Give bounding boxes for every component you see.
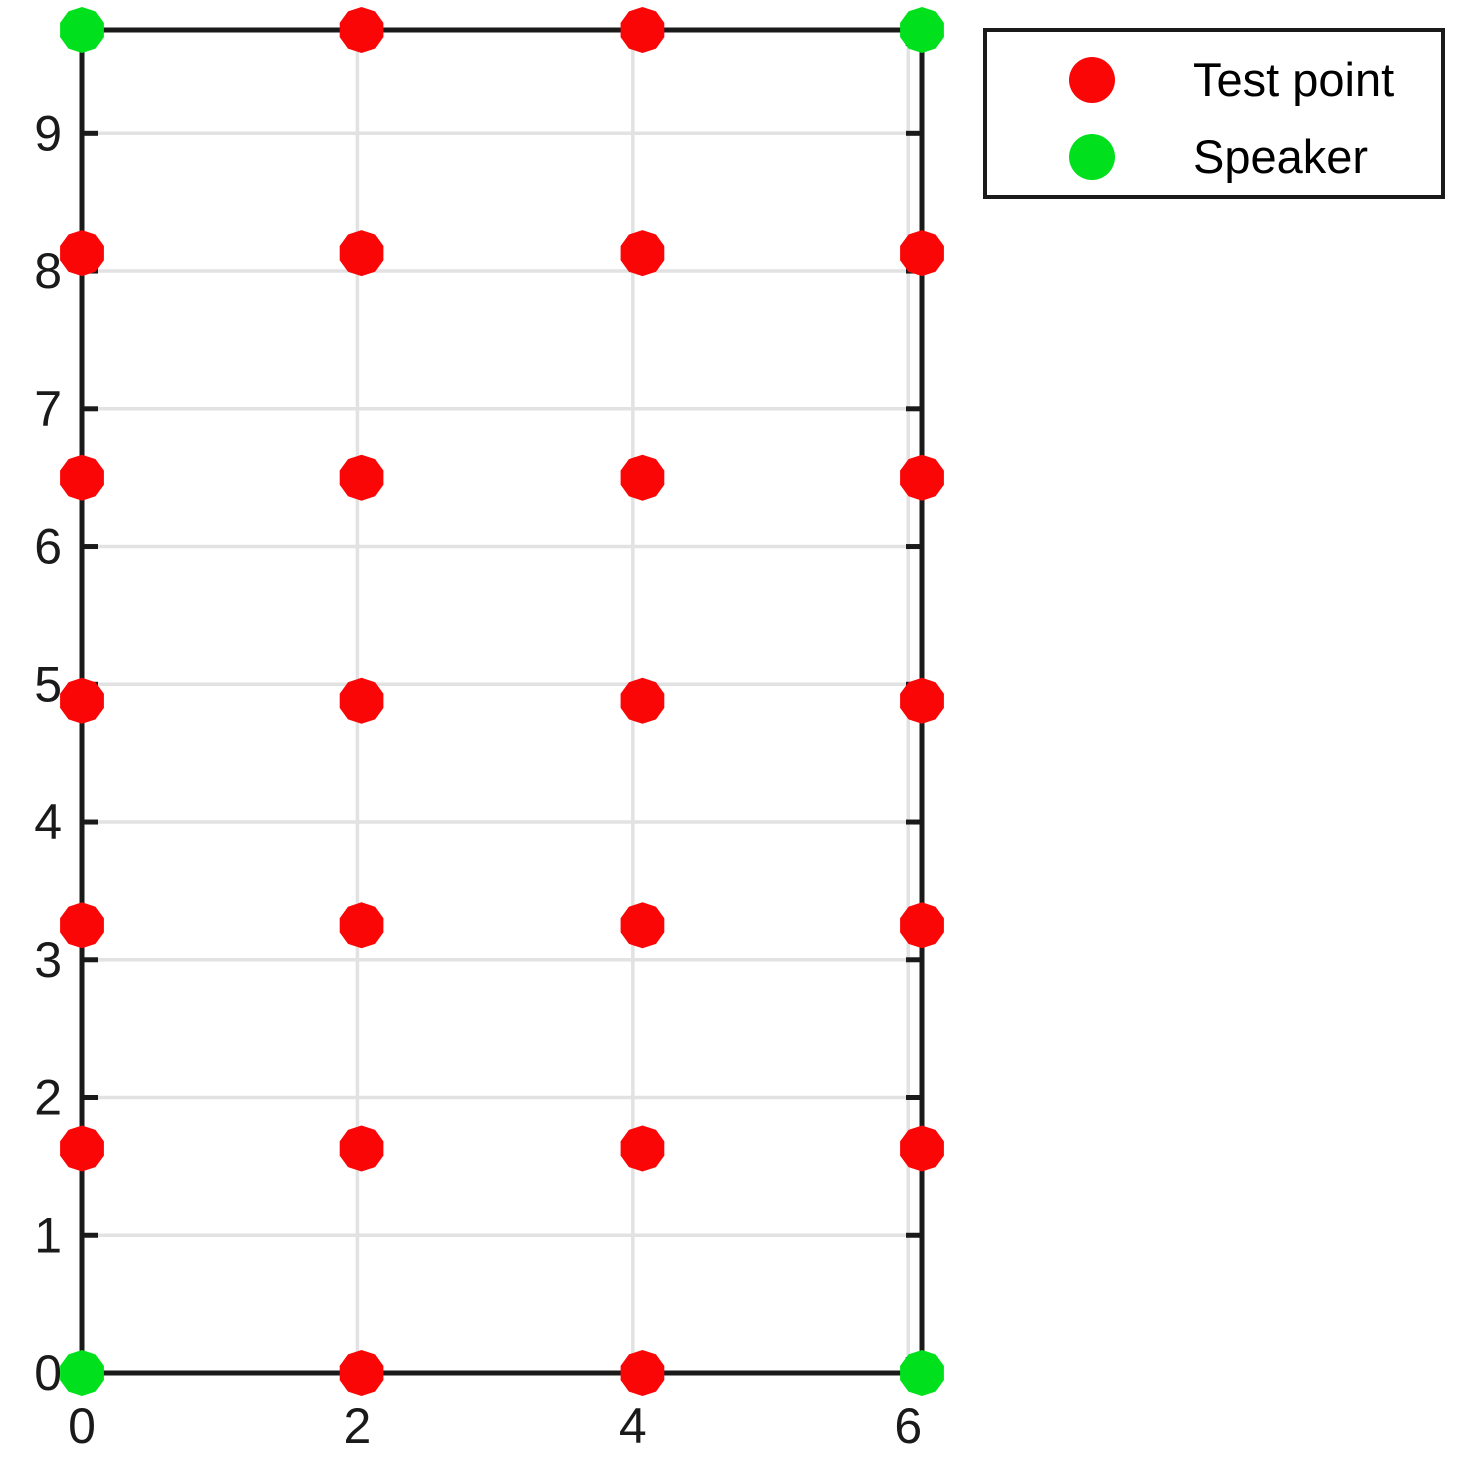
test-point-marker: [900, 677, 944, 724]
y-tick-label: 9: [34, 105, 62, 161]
legend: Test point Speaker: [983, 28, 1445, 199]
test-point-marker: [60, 454, 104, 501]
y-tick-label: 8: [34, 243, 62, 299]
y-tick-label: 7: [34, 381, 62, 437]
y-tick-label: 6: [34, 519, 62, 575]
y-tick-label: 0: [34, 1345, 62, 1401]
test-point-marker: [60, 1125, 104, 1172]
legend-label-speaker: Speaker: [1193, 130, 1369, 183]
y-tick-label: 3: [34, 932, 62, 988]
legend-label-test-point: Test point: [1193, 53, 1395, 106]
test-point-marker: [900, 1125, 944, 1172]
test-point-marker: [60, 677, 104, 724]
x-tick-label: 6: [894, 1398, 922, 1454]
plot-border: [79, 27, 925, 1376]
test-point-marker: [339, 677, 384, 724]
test-point-legend-marker: [1069, 56, 1115, 103]
test-point-marker: [339, 7, 384, 53]
speaker-marker: [900, 1350, 944, 1396]
test-point-marker: [339, 454, 384, 501]
test-point-marker: [900, 454, 944, 501]
x-tick-label: 4: [619, 1398, 647, 1454]
test-point-marker: [900, 902, 944, 949]
test-point-marker: [620, 1350, 665, 1396]
test-point-marker: [620, 1125, 665, 1172]
y-tick-label: 1: [34, 1207, 62, 1263]
test-point-marker: [620, 902, 665, 949]
test-point-marker: [620, 454, 665, 501]
legend-item-speaker: Speaker: [987, 118, 1441, 195]
speaker-marker: [900, 7, 944, 53]
speaker-marker: [60, 7, 104, 53]
test-point-marker: [339, 230, 384, 277]
y-tick-label: 4: [34, 794, 62, 850]
y-tick-label: 2: [34, 1070, 62, 1126]
speaker-marker: [60, 1350, 104, 1396]
legend-item-test-point: Test point: [987, 41, 1441, 118]
test-point-marker: [620, 677, 665, 724]
speaker-legend-marker: [1069, 133, 1115, 180]
test-point-marker: [60, 902, 104, 949]
x-tick-label: 0: [68, 1398, 96, 1454]
test-point-marker: [339, 902, 384, 949]
test-point-marker: [339, 1125, 384, 1172]
y-tick-label: 5: [34, 656, 62, 712]
test-point-marker: [60, 230, 104, 277]
test-point-marker: [339, 1350, 384, 1396]
x-tick-label: 2: [344, 1398, 372, 1454]
test-point-marker: [900, 230, 944, 277]
test-point-marker: [620, 7, 665, 53]
test-point-marker: [620, 230, 665, 277]
